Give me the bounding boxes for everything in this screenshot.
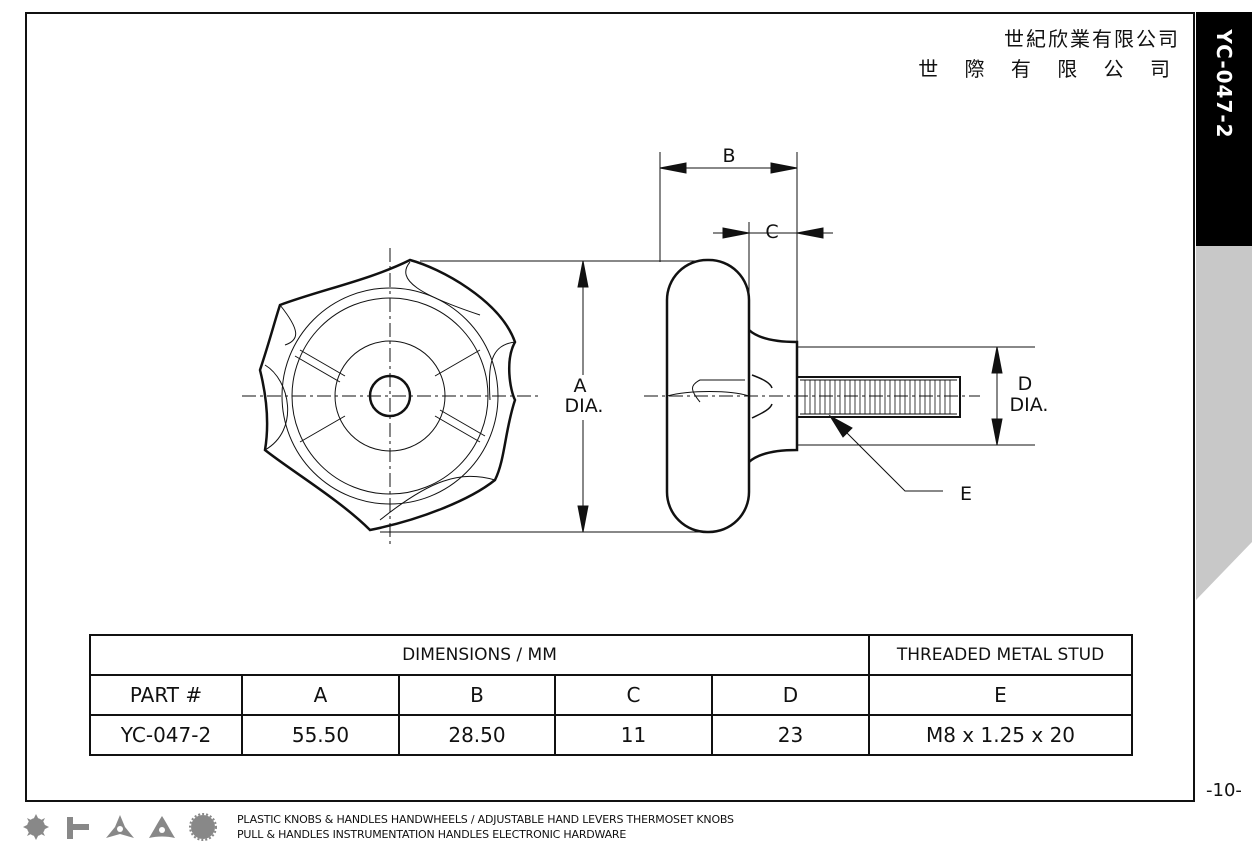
column-header-part: PART # <box>89 674 243 716</box>
label-b: B <box>722 145 735 167</box>
dimension-lines <box>380 152 1035 533</box>
company-name-line2: 世 際 有 限 公 司 <box>918 57 1180 81</box>
table-group-header-row: DIMENSIONS / MM THREADED METAL STUD <box>89 634 1133 676</box>
footer-line1: PLASTIC KNOBS & HANDLES HANDWHEELS / ADJ… <box>237 813 734 826</box>
column-header-b: B <box>398 674 556 716</box>
footer-text: PLASTIC KNOBS & HANDLES HANDWHEELS / ADJ… <box>237 812 734 842</box>
dimensions-header: DIMENSIONS / MM <box>89 634 870 676</box>
t-handle-icon <box>67 817 89 839</box>
footer-icons <box>23 813 217 841</box>
label-a: A <box>574 375 587 397</box>
cell-e: M8 x 1.25 x 20 <box>868 714 1133 756</box>
company-name-line1: 世紀欣業有限公司 <box>1004 27 1180 51</box>
column-header-d: D <box>711 674 870 716</box>
side-tab <box>1196 12 1252 246</box>
cell-c: 11 <box>554 714 713 756</box>
gear-knob-icon <box>23 814 49 840</box>
column-header-c: C <box>554 674 713 716</box>
side-view <box>644 258 980 534</box>
label-a-dia: DIA. <box>565 395 604 417</box>
label-d-dia: DIA. <box>1010 394 1049 416</box>
three-lobe-knob-icon <box>149 816 175 838</box>
cell-d: 23 <box>711 714 870 756</box>
column-header-e: E <box>868 674 1133 716</box>
cell-a: 55.50 <box>241 714 400 756</box>
footer-line2: PULL & HANDLES INSTRUMENTATION HANDLES E… <box>237 828 627 841</box>
side-tab-grey <box>1196 246 1252 600</box>
stud-header: THREADED METAL STUD <box>868 634 1133 676</box>
three-arm-knob-icon <box>106 815 134 838</box>
label-d: D <box>1018 373 1033 395</box>
column-header-a: A <box>241 674 400 716</box>
page-number: -10- <box>1206 780 1242 801</box>
dimensions-table: DIMENSIONS / MM THREADED METAL STUD PART… <box>89 634 1133 756</box>
label-c: C <box>765 221 778 243</box>
drawing-frame <box>25 12 1195 802</box>
dimension-labels: B C A DIA. D DIA. E <box>565 145 1049 505</box>
round-knurled-knob-icon <box>189 813 217 841</box>
front-view <box>242 248 540 548</box>
cell-part: YC-047-2 <box>89 714 243 756</box>
cell-b: 28.50 <box>398 714 556 756</box>
label-e: E <box>960 483 972 505</box>
table-row: YC-047-2 55.50 28.50 11 23 M8 x 1.25 x 2… <box>89 714 1133 756</box>
company-name: 世紀欣業有限公司 世 際 有 限 公 司 <box>918 24 1180 84</box>
table-column-header-row: PART # A B C D E <box>89 674 1133 716</box>
